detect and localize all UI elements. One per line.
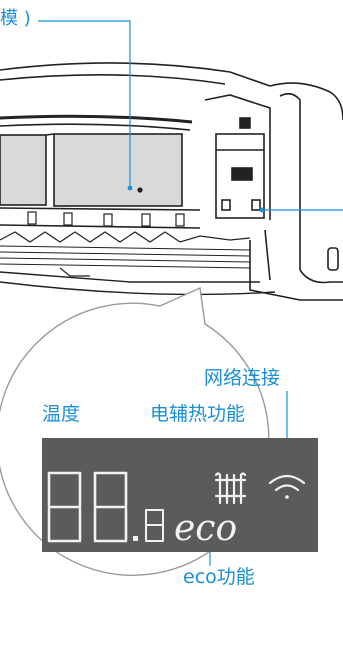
air-outlet-grille: [0, 245, 251, 269]
display-panel: [42, 438, 318, 552]
callout-network: 网络连接: [204, 367, 281, 389]
wifi-icon: [268, 474, 306, 499]
callout-eco: eco功能: [183, 566, 255, 588]
callout-temperature: 温度: [42, 403, 81, 425]
filter-marker: [137, 187, 143, 193]
digit-1: [47, 471, 82, 543]
filter-panel-right: [53, 133, 183, 207]
louver-zigzag: [0, 231, 251, 243]
clip-row: [27, 211, 185, 227]
decimal-point: [133, 536, 138, 541]
heater-icon: [214, 472, 247, 505]
ac-top-cover: [0, 62, 271, 87]
callout-electric-heating: 电辅热功能: [150, 403, 246, 425]
leader-top: [38, 20, 131, 188]
callout-top-fragment: 模 ): [0, 8, 31, 29]
filter-panel-left: [0, 134, 47, 206]
ac-unit-illustration: [0, 62, 343, 301]
ac-lid-edge: [0, 114, 193, 124]
ac-side-body: [269, 82, 343, 121]
eco-indicator: eco: [174, 508, 237, 549]
digit-2: [93, 471, 128, 543]
digit-decimal: [145, 509, 164, 542]
temperature-digits: [47, 471, 164, 543]
ac-top-cover-inner: [0, 74, 226, 85]
